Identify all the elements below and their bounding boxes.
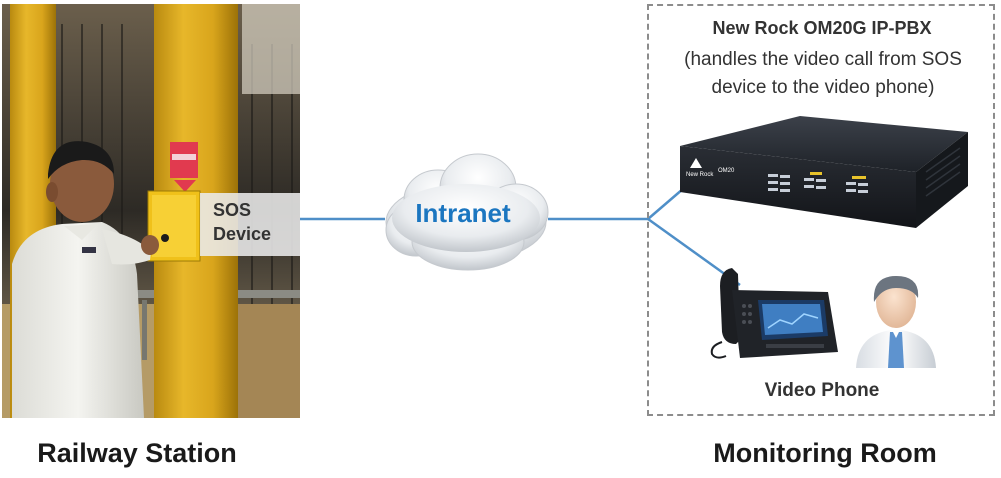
video-phone-label: Video Phone <box>764 380 880 401</box>
pbx-title: New Rock OM20G IP-PBX <box>712 18 932 38</box>
video-phone-icon <box>710 268 838 359</box>
intranet-label: Intranet <box>415 198 511 228</box>
sos-label-line-2: Device <box>213 224 272 244</box>
person-icon <box>856 276 936 368</box>
railway-station-caption: Railway Station <box>37 438 237 468</box>
pbx-description: (handles the video call from SOS device … <box>684 49 962 98</box>
sos-device-label: SOS Device <box>213 198 271 246</box>
intranet-cloud-icon <box>385 153 549 271</box>
sos-device-label-box <box>200 193 300 256</box>
monitoring-room-caption: Monitoring Room <box>713 438 937 468</box>
pbx-brand-label: New Rock <box>686 172 714 178</box>
sos-label-line-1: SOS <box>213 200 252 220</box>
pbx-model-label: OM20 <box>718 168 735 174</box>
ip-pbx-device-icon: New Rock OM20 <box>680 116 968 228</box>
monitoring-room-box <box>647 4 995 416</box>
